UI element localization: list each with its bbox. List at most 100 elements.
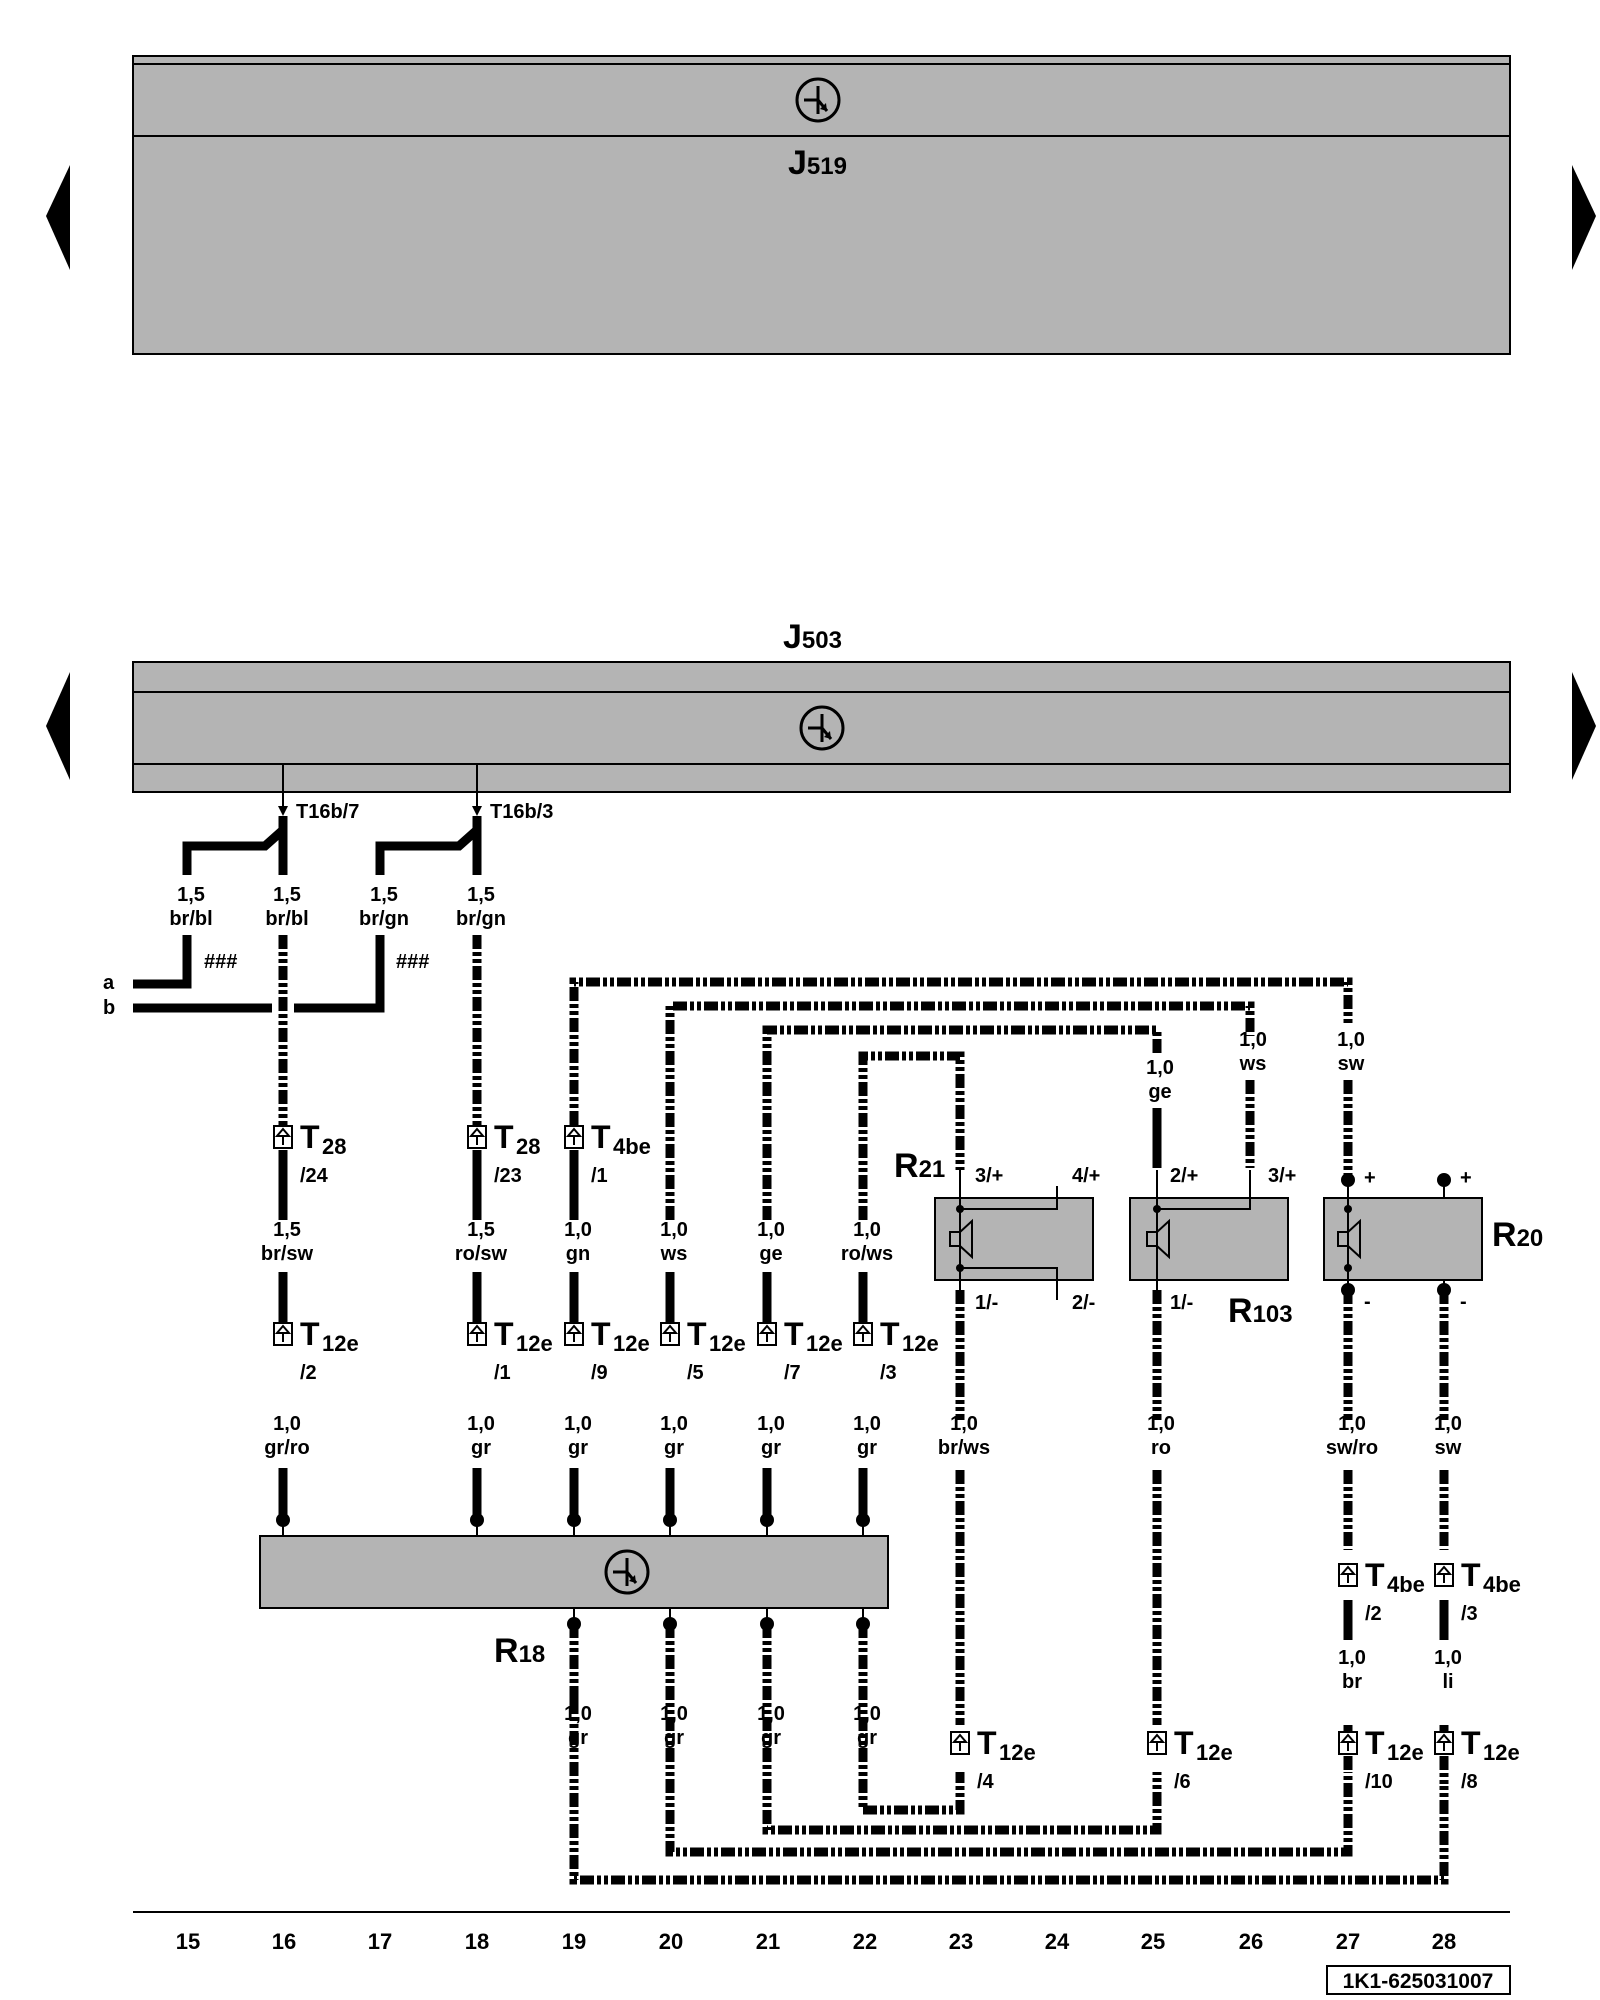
- svg-text:4/+: 4/+: [1072, 1165, 1100, 1187]
- rail-b-label: b: [103, 997, 115, 1019]
- svg-text:/7: /7: [784, 1362, 801, 1384]
- svg-text:T: T: [1365, 1725, 1385, 1761]
- svg-text:3/+: 3/+: [975, 1165, 1003, 1187]
- prev-page-arrow-bottom[interactable]: [46, 672, 70, 780]
- svg-text:li: li: [1442, 1671, 1453, 1693]
- prev-page-arrow-top[interactable]: [46, 165, 70, 270]
- next-page-arrow-bottom[interactable]: [1572, 672, 1596, 780]
- svg-text:/1: /1: [494, 1362, 511, 1384]
- pin-t16b-3: T16b/3: [490, 801, 553, 823]
- svg-text:/24: /24: [300, 1165, 329, 1187]
- svg-text:br/ws: br/ws: [938, 1437, 990, 1459]
- svg-text:1,5: 1,5: [467, 1219, 495, 1241]
- svg-text:ro: ro: [1151, 1437, 1171, 1459]
- svg-text:-: -: [1460, 1291, 1467, 1313]
- svg-text:1,5: 1,5: [273, 1219, 301, 1241]
- svg-text:1,0: 1,0: [467, 1413, 495, 1435]
- svg-text:gn: gn: [566, 1243, 590, 1265]
- svg-text:T: T: [300, 1119, 320, 1155]
- svg-text:1,5: 1,5: [177, 884, 205, 906]
- svg-text:/4: /4: [977, 1771, 995, 1793]
- svg-text:br/gn: br/gn: [359, 908, 409, 930]
- svg-text:T: T: [1365, 1557, 1385, 1593]
- wire-labels-mid: 1,5 br/sw 1,5 ro/sw 1,0 gn 1,0 ws 1,0 ge…: [261, 1219, 1462, 1749]
- cut-mark: ###: [396, 951, 429, 973]
- svg-text:1,0: 1,0: [660, 1413, 688, 1435]
- r21-label: R21: [894, 1147, 945, 1185]
- svg-text:sw: sw: [1435, 1437, 1462, 1459]
- svg-text:/10: /10: [1365, 1771, 1393, 1793]
- svg-text:br/bl: br/bl: [265, 908, 308, 930]
- wire-labels: 1,5 br/bl 1,5 br/bl 1,5 br/gn 1,5 br/gn: [169, 884, 506, 930]
- svg-text:T: T: [1461, 1725, 1481, 1761]
- svg-text:28: 28: [322, 1134, 346, 1159]
- svg-text:ge: ge: [1148, 1081, 1171, 1103]
- r20-label: R20: [1492, 1216, 1543, 1254]
- svg-text:1,0: 1,0: [564, 1413, 592, 1435]
- svg-text:1,0: 1,0: [950, 1413, 978, 1435]
- svg-text:19: 19: [562, 1929, 586, 1954]
- r103-speaker: 2/+ 3/+ 1/- R103: [1129, 1165, 1296, 1330]
- svg-text:12e: 12e: [322, 1331, 359, 1356]
- svg-text:4be: 4be: [613, 1134, 651, 1159]
- svg-text:T: T: [784, 1316, 804, 1352]
- svg-text:1,0: 1,0: [757, 1219, 785, 1241]
- svg-text:gr: gr: [761, 1727, 781, 1749]
- svg-text:1,0: 1,0: [660, 1703, 688, 1725]
- svg-text:1,0: 1,0: [1147, 1413, 1175, 1435]
- svg-text:sw/ro: sw/ro: [1326, 1437, 1378, 1459]
- r20-speaker: + + - - R20: [1323, 1167, 1543, 1313]
- svg-text:+: +: [1364, 1167, 1376, 1189]
- svg-text:/6: /6: [1174, 1771, 1191, 1793]
- column-numbers: 15 16 17 18 19 20 21 22 23 24 25 26 27 2…: [176, 1929, 1456, 1954]
- svg-text:sw: sw: [1338, 1053, 1365, 1075]
- svg-text:gr: gr: [471, 1437, 491, 1459]
- svg-text:1,0: 1,0: [1434, 1647, 1462, 1669]
- svg-text:-: -: [1364, 1291, 1371, 1313]
- svg-text:/9: /9: [591, 1362, 608, 1384]
- svg-text:1,5: 1,5: [273, 884, 301, 906]
- svg-text:/1: /1: [591, 1165, 608, 1187]
- r18-label: R18: [494, 1632, 545, 1670]
- next-page-arrow-top[interactable]: [1572, 165, 1596, 270]
- svg-text:1,0: 1,0: [660, 1219, 688, 1241]
- svg-text:gr: gr: [664, 1437, 684, 1459]
- svg-text:/2: /2: [300, 1362, 317, 1384]
- svg-text:1,0: 1,0: [757, 1413, 785, 1435]
- svg-text:12e: 12e: [1196, 1740, 1233, 1765]
- svg-text:1,5: 1,5: [467, 884, 495, 906]
- j519-label: J519: [788, 144, 847, 182]
- wire-br-bl-link: [182, 816, 288, 875]
- svg-text:23: 23: [949, 1929, 973, 1954]
- svg-text:17: 17: [368, 1929, 392, 1954]
- svg-text:3/+: 3/+: [1268, 1165, 1296, 1187]
- svg-text:12e: 12e: [709, 1331, 746, 1356]
- j519-control-unit: J519: [132, 55, 1511, 355]
- cut-mark: ###: [204, 951, 237, 973]
- svg-text:br/bl: br/bl: [169, 908, 212, 930]
- svg-text:28: 28: [1432, 1929, 1456, 1954]
- svg-text:18: 18: [465, 1929, 489, 1954]
- svg-text:1,0: 1,0: [1338, 1647, 1366, 1669]
- footer-code-box: [1326, 1965, 1511, 1995]
- j503-control-unit: J503: [132, 618, 1511, 793]
- svg-text:/2: /2: [1365, 1603, 1382, 1625]
- j503-label: J503: [783, 618, 842, 656]
- svg-text:T: T: [1461, 1557, 1481, 1593]
- svg-text:1,0: 1,0: [1434, 1413, 1462, 1435]
- svg-text:12e: 12e: [902, 1331, 939, 1356]
- svg-text:T: T: [494, 1119, 514, 1155]
- svg-text:/3: /3: [880, 1362, 897, 1384]
- svg-text:1,0: 1,0: [273, 1413, 301, 1435]
- svg-text:1,0: 1,0: [853, 1413, 881, 1435]
- svg-text:22: 22: [853, 1929, 877, 1954]
